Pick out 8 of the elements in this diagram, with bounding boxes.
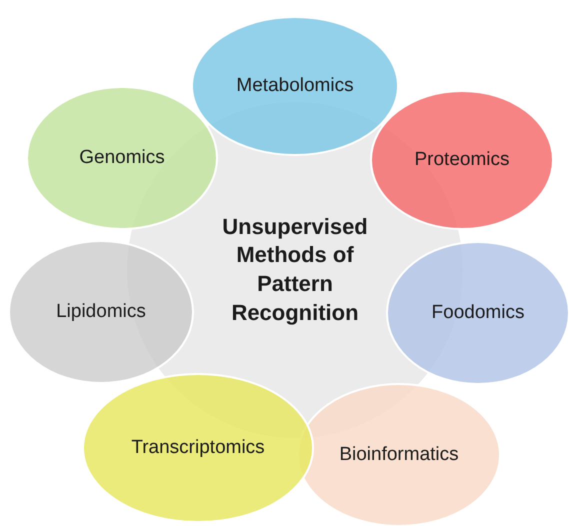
topic-label: Metabolomics [236, 75, 354, 97]
topic-label: Lipidomics [56, 301, 146, 323]
center-title: Unsupervised Methods of Pattern Recognition [221, 212, 369, 327]
topic-label: Foodomics [432, 302, 524, 324]
topic-label: Proteomics [414, 149, 510, 171]
topic-label: Genomics [79, 147, 165, 169]
topic-label: Transcriptomics [131, 437, 265, 459]
topic-label: Bioinformatics [339, 444, 459, 466]
